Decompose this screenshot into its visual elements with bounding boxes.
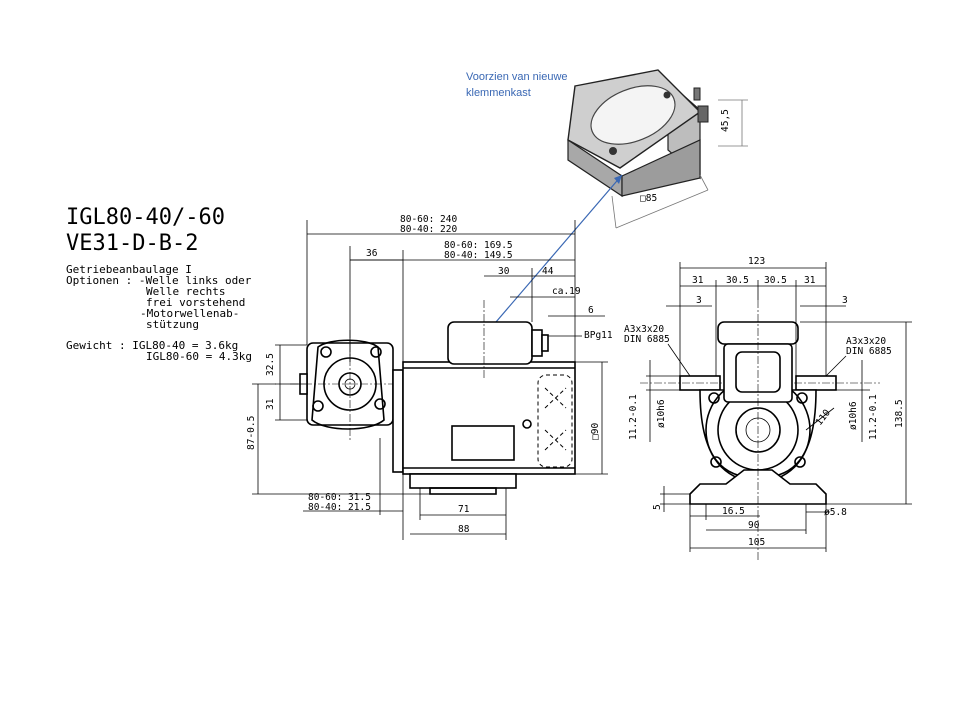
flange-screw-icon: [370, 346, 382, 358]
spec-line-5: -Motorwellenab-: [140, 307, 239, 320]
front-screw-icon: [708, 392, 720, 404]
key-left-line-2: DIN 6885: [624, 334, 670, 345]
dim-31: 31: [265, 398, 276, 410]
front-view: 123 31 30.5 30.5 31 3 3 A3x3x20 DIN 6885…: [624, 256, 912, 560]
flange-screw-icon: [312, 400, 324, 412]
dim-149: 80-40: 149.5: [444, 250, 513, 261]
dim-90-front: 90: [748, 520, 760, 531]
dim-105: 105: [748, 537, 765, 548]
box-height-label: 45,5: [720, 109, 731, 132]
front-screw-icon: [710, 456, 722, 468]
dim-6: 6: [588, 305, 594, 316]
title-line-1: IGL80-40/-60: [66, 205, 225, 230]
nameplate: [451, 425, 515, 461]
dim-10h6-right: ø10h6: [848, 401, 859, 430]
dim-21-5: 80-40: 21.5: [308, 502, 371, 513]
spec-line-6: stützung: [146, 318, 199, 331]
dim-5-8: ø5.8: [824, 507, 847, 518]
dim-123: 123: [748, 256, 765, 267]
front-screw-icon: [794, 456, 806, 468]
dim-31-5: 80-60: 31.5: [308, 492, 371, 503]
dim-110: 110: [814, 407, 833, 428]
dim-3-right: 3: [842, 295, 848, 306]
spec-line-1: Getriebeanbaulage I: [66, 263, 192, 276]
spec-line-2: Optionen : -Welle links oder: [66, 274, 252, 287]
dim-16-5: 16.5: [722, 506, 745, 517]
weight-line-2: IGL80-60 = 4.3kg: [146, 350, 252, 363]
leader-arrowhead: [614, 175, 622, 184]
front-screw-icon: [796, 392, 808, 404]
title-block: IGL80-40/-60 VE31-D-B-2 Getriebeanbaulag…: [66, 205, 252, 363]
box-side-face: [621, 139, 701, 197]
side-view: 80-60: 240 80-40: 220 80-60: 169.5 80-40…: [246, 214, 613, 540]
terminal-box-picture: 45,5 □85: [567, 69, 748, 229]
annotation-line-1: Voorzien van nieuwe: [466, 71, 568, 83]
title-line-2: VE31-D-B-2: [66, 231, 198, 256]
dim-32-5: 32.5: [265, 353, 276, 376]
spec-line-4: frei vorstehend: [146, 296, 245, 309]
dim-10h6-left: ø10h6: [656, 399, 667, 428]
key-right-line-1: A3x3x20: [846, 336, 886, 347]
dim-44: 44: [542, 266, 554, 277]
label-pg11: BPg11: [584, 330, 613, 341]
dim-36: 36: [366, 248, 378, 259]
dim-31-right: 31: [804, 275, 816, 286]
cable-gland-icon: [697, 105, 709, 123]
dim-30-5-left: 30.5: [726, 275, 749, 286]
side-terminal-box: [447, 321, 533, 365]
side-cable-gland: [531, 329, 543, 357]
dim-240: 80-60: 240: [400, 214, 457, 225]
dim-30: 30: [498, 266, 510, 277]
box-side-label: □85: [640, 193, 657, 204]
annotation-line-2: klemmenkast: [466, 87, 531, 99]
annotation-note: Voorzien van nieuwe klemmenkast: [466, 71, 568, 99]
dim-11-2-right: 11.2-0.1: [868, 394, 879, 440]
dim-31-left: 31: [692, 275, 704, 286]
key-right-line-2: DIN 6885: [846, 346, 892, 357]
box-lid-recess: [590, 85, 676, 145]
dim-71: 71: [458, 504, 470, 515]
dim-138-5: 138.5: [894, 399, 905, 428]
leader-arrow: [483, 174, 623, 337]
motor-body: [402, 361, 576, 475]
weight-line-1: Gewicht : IGL80-40 = 3.6kg: [66, 339, 238, 352]
dim-88: 88: [458, 524, 470, 535]
key-left-line-1: A3x3x20: [624, 324, 664, 335]
dim-169: 80-60: 169.5: [444, 240, 513, 251]
lid-screw-icon: [663, 91, 671, 99]
dim-5: 5: [652, 504, 663, 510]
cable-gland-icon: [693, 87, 701, 101]
dim-87: 87-0.5: [246, 416, 257, 450]
dim-220: 80-40: 220: [400, 224, 457, 235]
dim-11-2-left: 11.2-0.1: [628, 394, 639, 440]
dim-3-left: 3: [696, 295, 702, 306]
flange-screw-icon: [320, 346, 332, 358]
spec-line-3: Welle rechts: [146, 285, 225, 298]
motor-foot: [409, 473, 517, 489]
lid-screw-icon: [609, 147, 617, 155]
flange-screw-icon: [374, 398, 386, 410]
dim-ca19: ca.19: [552, 286, 581, 297]
dim-90-square: □90: [590, 423, 601, 440]
dim-30-5-right: 30.5: [764, 275, 787, 286]
